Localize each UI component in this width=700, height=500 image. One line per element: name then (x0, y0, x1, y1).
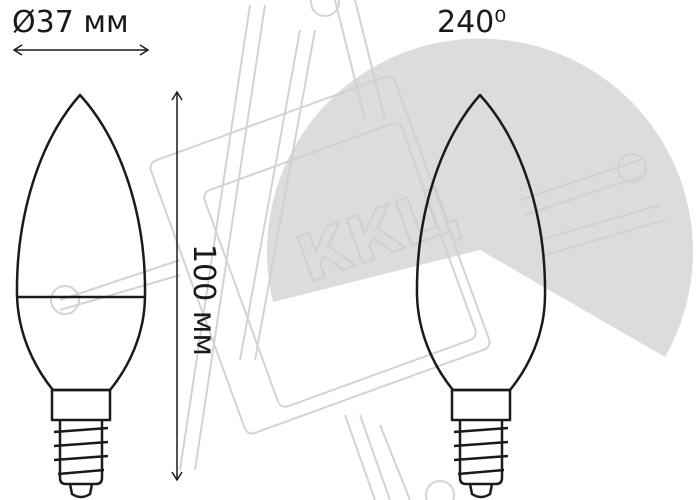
bulb-left-screw-base (58, 420, 104, 486)
bulb-left-collar (50, 388, 112, 422)
bulb-left-glass (15, 93, 147, 392)
watermark-graphic (50, 0, 666, 500)
bulb-right (415, 93, 547, 499)
bulb-left-contact (68, 483, 94, 499)
beam-angle-label: 240⁰ (437, 5, 506, 40)
bulb-right-contact (468, 483, 494, 499)
height-arrow (171, 90, 183, 482)
height-label: 100 мм (186, 244, 221, 356)
bulb-left (15, 93, 147, 499)
bulb-right-collar (450, 388, 512, 422)
diameter-label: Ø37 мм (12, 5, 129, 40)
beam-angle-sector (266, 38, 693, 358)
diameter-arrow (12, 44, 150, 56)
bulb-right-screw-base (458, 420, 504, 486)
